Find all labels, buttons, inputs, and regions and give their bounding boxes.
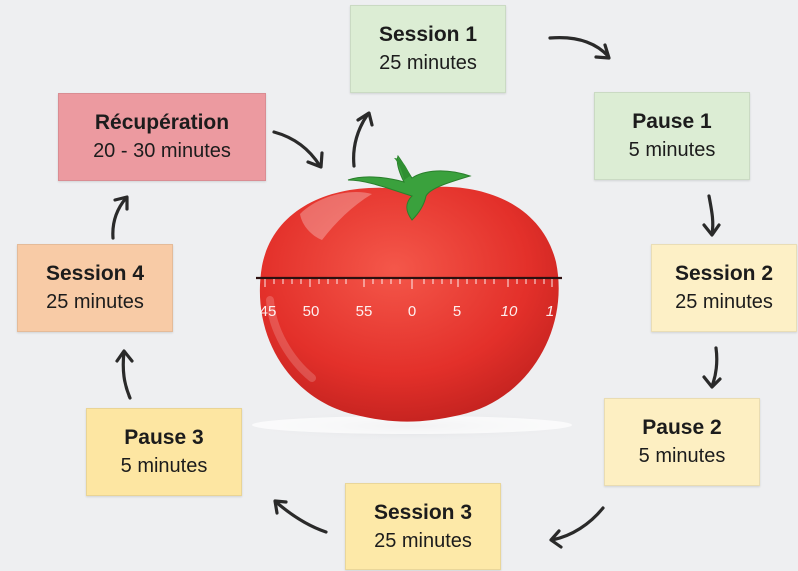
pause-3-box: Pause 3 5 minutes (86, 408, 242, 496)
session-4-duration: 25 minutes (46, 291, 144, 313)
arrow-session3-to-pause3 (273, 499, 328, 534)
arrow-tomato-to-session1 (352, 111, 374, 168)
session-3-box: Session 3 25 minutes (345, 483, 501, 570)
tomato-body (259, 186, 559, 422)
session-1-box: Session 1 25 minutes (350, 5, 506, 93)
dial-label: 55 (356, 303, 373, 320)
arrow-pause1-to-session2 (702, 194, 721, 237)
pause-1-box: Pause 1 5 minutes (594, 92, 750, 180)
dial-label: 0 (408, 303, 416, 320)
tomato-stem (394, 158, 410, 180)
session-3-duration: 25 minutes (374, 529, 472, 552)
dial-label: 1 (546, 303, 554, 320)
tomato-leaf (347, 154, 472, 221)
pause-3-duration: 5 minutes (120, 455, 208, 477)
session-1-title: Session 1 (378, 23, 478, 46)
arrow-session1-to-pause1 (548, 36, 611, 60)
arrow-pause2-to-session3 (549, 506, 605, 549)
recuperation-title: Récupération (94, 111, 230, 134)
dial-label: 10 (501, 303, 518, 320)
pause-1-title: Pause 1 (632, 110, 712, 133)
timer-dial-ticks (264, 279, 553, 289)
pause-3-title: Pause 3 (124, 426, 204, 449)
session-4-box: Session 4 25 minutes (17, 244, 173, 332)
session-1-duration: 25 minutes (379, 52, 477, 74)
arrow-pause3-to-session4 (115, 349, 134, 400)
dial-label: 45 (260, 303, 277, 320)
recuperation-box: Récupération 20 - 30 minutes (58, 93, 266, 181)
dial-label: 5 (453, 303, 461, 320)
session-4-title: Session 4 (45, 262, 145, 285)
session-2-title: Session 2 (674, 262, 774, 285)
dial-label: 50 (303, 303, 320, 320)
recuperation-duration: 20 - 30 minutes (93, 140, 231, 162)
pause-2-duration: 5 minutes (638, 445, 726, 467)
arrow-recuperation-to-tomato (272, 130, 324, 169)
arrow-session2-to-pause2 (702, 346, 722, 389)
session-2-box: Session 2 25 minutes (651, 244, 797, 332)
pause-2-title: Pause 2 (642, 416, 722, 439)
pause-1-duration: 5 minutes (628, 139, 716, 161)
timer-dial-labels: 45 50 55 0 5 10 1 (260, 303, 555, 320)
pause-2-box: Pause 2 5 minutes (604, 398, 760, 486)
session-3-title: Session 3 (373, 500, 473, 524)
arrow-session4-to-recuperation (111, 195, 129, 240)
session-2-duration: 25 minutes (675, 291, 773, 313)
